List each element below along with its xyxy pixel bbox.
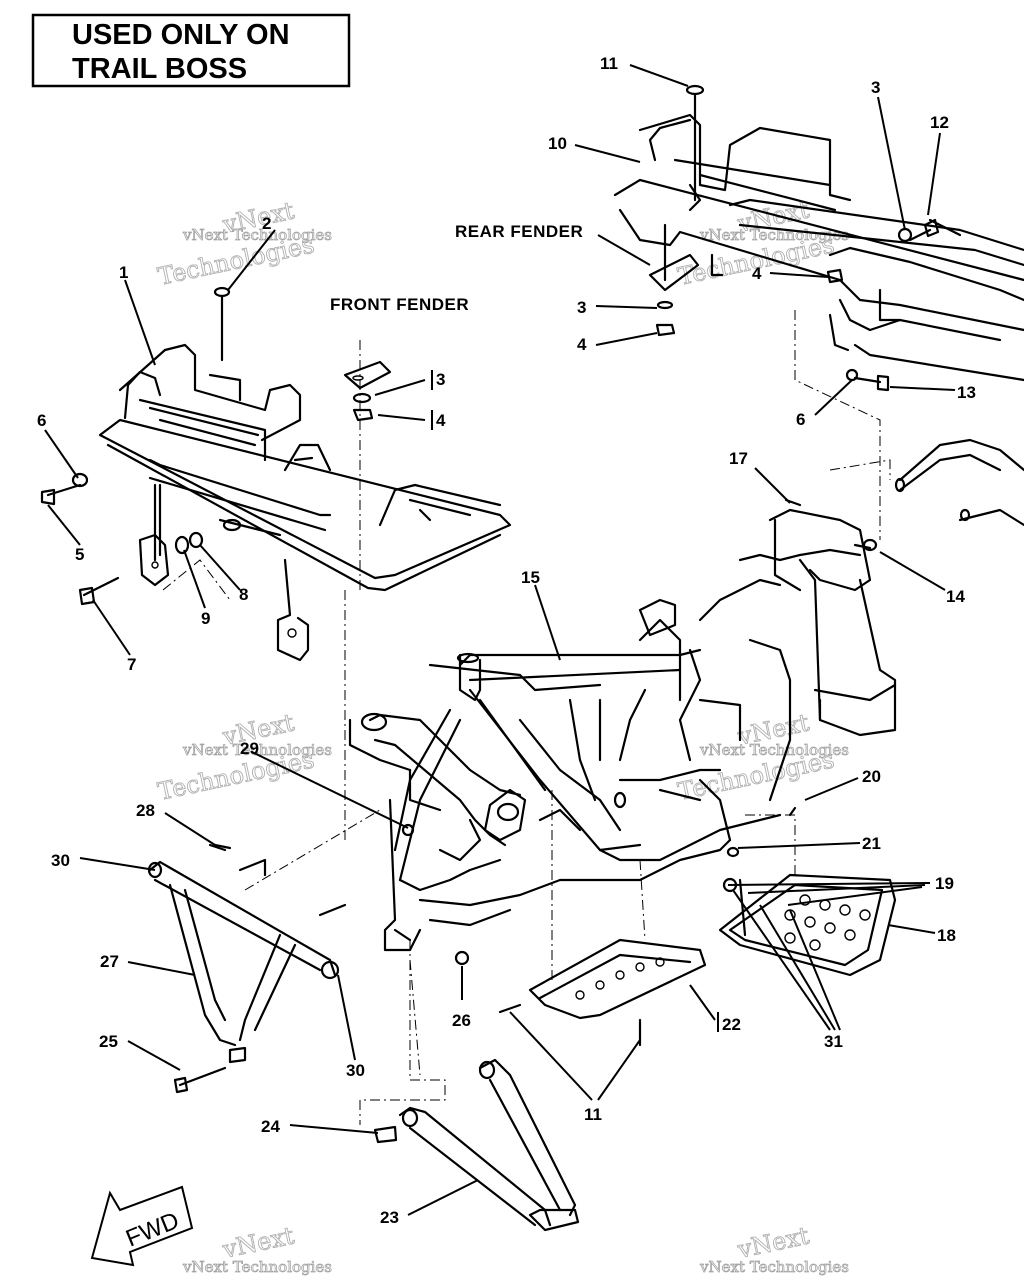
callout-30: 30 bbox=[51, 851, 70, 870]
watermark: vNext vNext Technologies Technologies vN… bbox=[155, 195, 849, 1276]
svg-text:vNext Technologies: vNext Technologies bbox=[699, 741, 849, 759]
front-fender-label: FRONT FENDER bbox=[330, 295, 469, 314]
callout-6: 6 bbox=[37, 411, 46, 430]
callout-12: 12 bbox=[930, 113, 949, 132]
callout-3: 3 bbox=[436, 370, 445, 389]
front-rack bbox=[98, 343, 512, 662]
callout-4: 4 bbox=[577, 335, 587, 354]
callout-2: 2 bbox=[262, 214, 271, 233]
svg-text:vNext Technologies: vNext Technologies bbox=[699, 226, 849, 244]
callout-26: 26 bbox=[452, 1011, 471, 1030]
front-a-arm bbox=[147, 843, 347, 1094]
callout-13: 13 bbox=[957, 383, 976, 402]
svg-text:vNext Technologies: vNext Technologies bbox=[182, 741, 332, 759]
callout-30: 30 bbox=[346, 1061, 365, 1080]
rear-hardware bbox=[685, 84, 940, 392]
callout-24: 24 bbox=[261, 1117, 280, 1136]
callout-5: 5 bbox=[75, 545, 84, 564]
callout-11: 11 bbox=[584, 1105, 602, 1124]
front-fender-bracket bbox=[343, 360, 392, 422]
callout-17: 17 bbox=[729, 449, 748, 468]
callout-22: 22 bbox=[722, 1015, 741, 1034]
callout-4: 4 bbox=[436, 411, 446, 430]
misc-hardware bbox=[213, 498, 878, 966]
title-line-1: USED ONLY ON bbox=[72, 19, 290, 51]
callout-18: 18 bbox=[937, 926, 956, 945]
callout-19: 19 bbox=[935, 874, 954, 893]
alignment-lines bbox=[162, 310, 891, 1125]
callout-23: 23 bbox=[380, 1208, 399, 1227]
main-frame bbox=[348, 508, 897, 952]
callout-15: 15 bbox=[521, 568, 540, 587]
rear-rack bbox=[613, 113, 1024, 382]
callout-7: 7 bbox=[127, 655, 136, 674]
callout-3: 3 bbox=[577, 298, 586, 317]
fwd-arrow: FWD bbox=[90, 1185, 194, 1267]
rear-fender-label: REAR FENDER bbox=[455, 222, 583, 241]
callout-29: 29 bbox=[240, 739, 259, 758]
lower-a-arm bbox=[373, 1058, 580, 1232]
svg-text:vNext Technologies: vNext Technologies bbox=[699, 1258, 849, 1276]
leader-lines bbox=[44, 64, 956, 1216]
callout-1: 1 bbox=[119, 263, 128, 282]
callout-28: 28 bbox=[136, 801, 155, 820]
callout-3: 3 bbox=[871, 78, 880, 97]
callout-14: 14 bbox=[946, 587, 965, 606]
svg-text:vNext Technologies: vNext Technologies bbox=[182, 1258, 332, 1276]
callouts: 1 2 3 4 5 6 7 8 9 10 11 3 12 4 3 4 13 6 … bbox=[37, 54, 976, 1227]
title-line-2: TRAIL BOSS bbox=[72, 53, 247, 85]
rear-tube-partial bbox=[894, 438, 1024, 527]
callout-31: 31 bbox=[824, 1032, 843, 1051]
callout-20: 20 bbox=[862, 767, 881, 786]
callout-11: 11 bbox=[600, 54, 618, 73]
callout-9: 9 bbox=[201, 609, 210, 628]
left-footrest bbox=[498, 938, 707, 1047]
callout-10: 10 bbox=[548, 134, 567, 153]
callout-27: 27 bbox=[100, 952, 119, 971]
callout-8: 8 bbox=[239, 585, 248, 604]
svg-text:vNext Technologies: vNext Technologies bbox=[182, 226, 332, 244]
callout-6: 6 bbox=[796, 410, 805, 429]
front-hardware bbox=[40, 286, 231, 606]
rear-fender-bracket bbox=[648, 253, 700, 337]
callout-25: 25 bbox=[99, 1032, 118, 1051]
callout-4: 4 bbox=[752, 264, 762, 283]
callout-21: 21 bbox=[862, 834, 881, 853]
title-box: USED ONLY ON TRAIL BOSS bbox=[31, 13, 351, 88]
